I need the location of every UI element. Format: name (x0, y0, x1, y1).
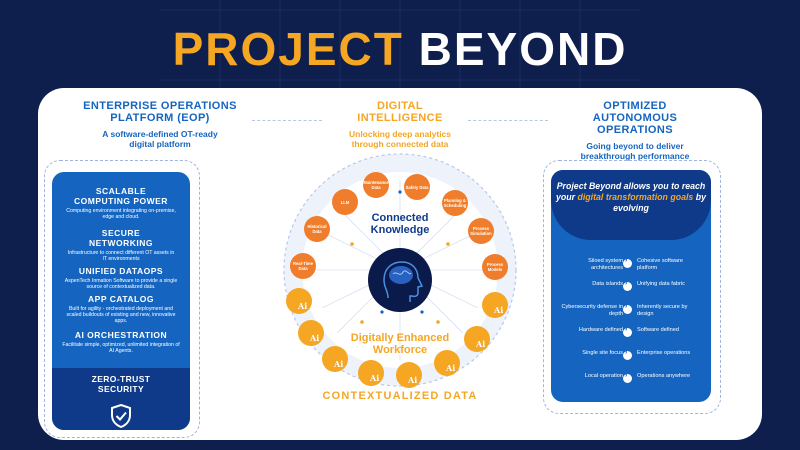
eop-item-title: APP CATALOG (88, 294, 154, 304)
arrow-right-icon: › (623, 372, 632, 383)
row-from: Cybersecurity defense in depth (561, 304, 623, 317)
eop-item-title: UNIFIED DATAOPS (78, 266, 164, 276)
eop-item-app-catalog: APP CATALOG Built for agility - orchestr… (52, 294, 190, 325)
intro-part1: Project Beyond allows you to reach your (555, 181, 706, 202)
shield-check-icon (111, 404, 131, 428)
arrow-right-icon: › (623, 349, 632, 360)
eop-card: SCALABLE COMPUTING POWER Computing envir… (52, 172, 190, 430)
node-real-time-data: Real-Time Data (290, 253, 316, 279)
header-eop-sub: A software-defined OT-ready digital plat… (102, 129, 218, 149)
eop-item-dataops: UNIFIED DATAOPS AspenTech Inmation Softw… (52, 266, 190, 290)
node-maintenance-data: Maintenance Data (363, 172, 389, 198)
ai-label: Ai (446, 363, 456, 373)
node-safety-data: Safety Data (404, 174, 430, 200)
arrow-right-icon: › (623, 303, 632, 314)
eop-item-desc: Built for agility - orchestrated deploym… (66, 306, 176, 325)
eop-item-title: SECURE NETWORKING (88, 228, 154, 248)
title-word-beyond: BEYOND (418, 23, 628, 75)
worker-icon: Ai (358, 360, 384, 386)
worker-icon: Ai (322, 346, 348, 372)
arrow-right-icon: › (623, 257, 632, 268)
right-intro-text: Project Beyond allows you to reach your … (551, 181, 711, 214)
header-connector-left (252, 120, 322, 121)
node-process-simulation: Process Simulation (468, 218, 494, 244)
header-autonomous-sub: Going beyond to deliver breakthrough per… (580, 141, 690, 161)
row-to: Cohesive software platform (637, 258, 684, 271)
worker-icon: Ai (482, 292, 508, 318)
eop-item-networking: SECURE NETWORKING Infrastructure to conn… (52, 228, 190, 262)
row-from: Siloed system architectures (588, 258, 623, 271)
page-title: PROJECT BEYOND (0, 22, 800, 76)
autonomous-card: Project Beyond allows you to reach your … (551, 170, 711, 402)
row-from: Data islands (592, 281, 623, 287)
worker-icon: Ai (286, 288, 312, 314)
evolution-row: Cybersecurity defense in depth › Inheren… (551, 303, 711, 326)
eop-item-desc: Computing environment integrating on-pre… (66, 208, 176, 221)
evolution-row: Siloed system architectures › Cohesive s… (551, 257, 711, 280)
connected-knowledge-label: Connected Knowledge (370, 212, 430, 236)
left-dashed-frame (44, 160, 200, 438)
ai-label: Ai (408, 375, 418, 385)
header-intelligence: DIGITAL INTELLIGENCE Unlocking deep anal… (320, 100, 480, 149)
ai-label: Ai (310, 333, 320, 343)
header-eop-title: ENTERPRISE OPERATIONS PLATFORM (EOP) (83, 100, 237, 124)
worker-icon: Ai (298, 320, 324, 346)
node-planning-scheduling: Planning & Scheduling (442, 190, 468, 216)
eop-item-desc: Facilitate simple, optimized, unlimited … (62, 342, 180, 355)
eop-item-title: AI ORCHESTRATION (74, 330, 168, 340)
right-intro-block: Project Beyond allows you to reach your … (551, 170, 711, 240)
node-process-models: Process Models (482, 254, 508, 280)
evolution-row: Single site focus › Enterprise operation… (551, 349, 711, 372)
row-to: Software defined (637, 327, 679, 333)
header-intelligence-title: DIGITAL INTELLIGENCE (357, 100, 443, 124)
intro-highlight: digital transformation goals (577, 192, 694, 202)
ai-label: Ai (370, 373, 380, 383)
contextualized-data-label: CONTEXTUALIZED DATA (322, 390, 478, 402)
evolution-row: Data islands › Unifying data fabric (551, 280, 711, 303)
zero-trust-block: ZERO-TRUST SECURITY (52, 368, 190, 430)
ai-label: Ai (298, 301, 308, 311)
intro-part2: by evolving (613, 192, 707, 213)
arrow-right-icon: › (623, 326, 632, 337)
right-dashed-frame (543, 160, 721, 414)
row-to: Inherently secure by design (637, 304, 688, 317)
eop-item-desc: AspenTech Inmation Software to provide a… (64, 278, 178, 291)
header-intelligence-sub: Unlocking deep analytics through connect… (348, 129, 452, 149)
row-to: Unifying data fabric (637, 281, 685, 287)
eop-item-computing: SCALABLE COMPUTING POWER Computing envir… (52, 186, 190, 220)
header-autonomous-title: OPTIMIZED AUTONOMOUS OPERATIONS (592, 100, 678, 136)
header-connector-right (468, 120, 548, 121)
ai-label: Ai (494, 305, 504, 315)
evolution-row: Local operation › Operations anywhere (551, 372, 711, 395)
arrow-right-icon: › (623, 280, 632, 291)
eop-item-ai-orchestration: AI ORCHESTRATION Facilitate simple, opti… (52, 330, 190, 354)
row-from: Hardware defined (578, 327, 623, 333)
row-to: Operations anywhere (637, 373, 691, 379)
eop-item-desc: Infrastructure to connect different OT a… (67, 250, 175, 263)
header-autonomous: OPTIMIZED AUTONOMOUS OPERATIONS Going be… (540, 100, 730, 161)
eop-item-title: SCALABLE COMPUTING POWER (74, 186, 168, 206)
title-word-project: PROJECT (172, 23, 404, 75)
node-historical-data: Historical Data (304, 216, 330, 242)
ai-label: Ai (334, 359, 344, 369)
header-eop: ENTERPRISE OPERATIONS PLATFORM (EOP) A s… (60, 100, 260, 149)
intelligence-diagram: LLM Maintenance Data Safety Data Plannin… (282, 152, 518, 388)
node-llm: LLM (332, 189, 358, 215)
worker-icon: Ai (434, 350, 460, 376)
zero-trust-label: ZERO-TRUST SECURITY (91, 374, 151, 394)
row-from: Single site focus (582, 350, 623, 356)
ai-label: Ai (476, 339, 486, 349)
worker-icon: Ai (396, 362, 422, 388)
brain-head-icon (368, 248, 432, 312)
row-from: Local operation (584, 373, 623, 379)
digital-workforce-label: Digitally Enhanced Workforce (350, 332, 450, 356)
row-to: Enterprise operations (637, 350, 691, 356)
evolution-row: Hardware defined › Software defined (551, 326, 711, 349)
worker-icon: Ai (464, 326, 490, 352)
